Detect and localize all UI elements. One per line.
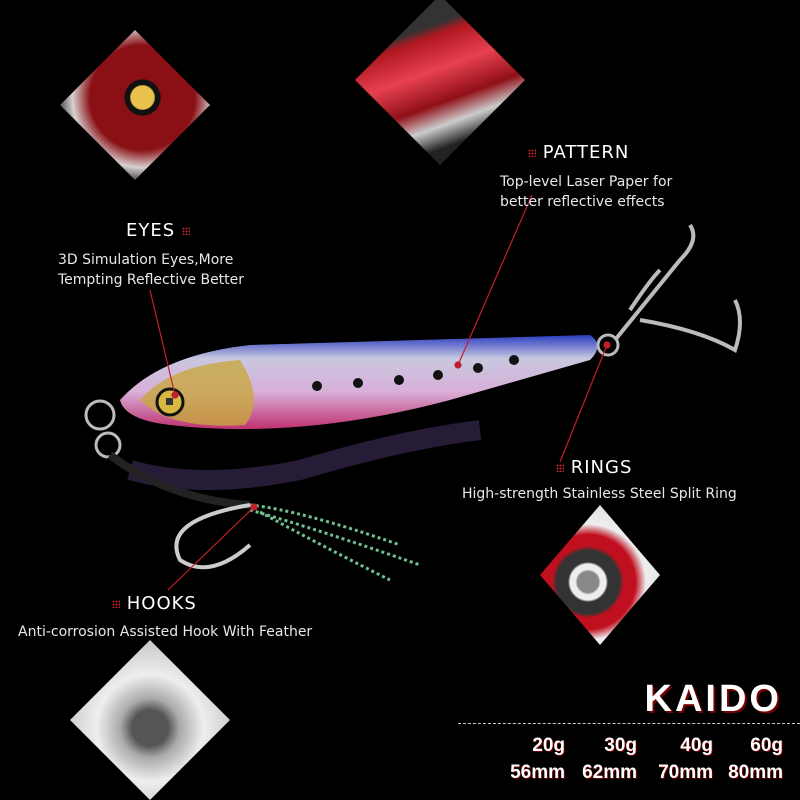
dot-marker-icon bbox=[556, 464, 564, 472]
divider bbox=[458, 723, 800, 724]
pattern-title: PATTERN bbox=[528, 142, 629, 163]
brand-logo: KAIDO bbox=[644, 678, 782, 720]
dot-marker-icon bbox=[528, 149, 536, 157]
weight-30: 30g bbox=[604, 735, 637, 756]
length-56: 56mm bbox=[510, 762, 565, 783]
length-80: 80mm bbox=[728, 762, 783, 783]
eyes-title: EYES bbox=[126, 220, 190, 241]
weight-20: 20g bbox=[532, 735, 565, 756]
dot-marker-icon bbox=[181, 227, 190, 235]
length-62: 62mm bbox=[582, 762, 637, 783]
hooks-description: Anti-corrosion Assisted Hook With Feathe… bbox=[18, 624, 313, 640]
length-70: 70mm bbox=[658, 762, 713, 783]
weight-40: 40g bbox=[680, 735, 713, 756]
dot-marker-icon bbox=[112, 600, 120, 608]
hooks-title: HOOKS bbox=[112, 593, 197, 614]
rings-description: High-strength Stainless Steel Split Ring bbox=[462, 486, 737, 502]
rings-title: RINGS bbox=[556, 457, 632, 478]
weight-60: 60g bbox=[750, 735, 783, 756]
